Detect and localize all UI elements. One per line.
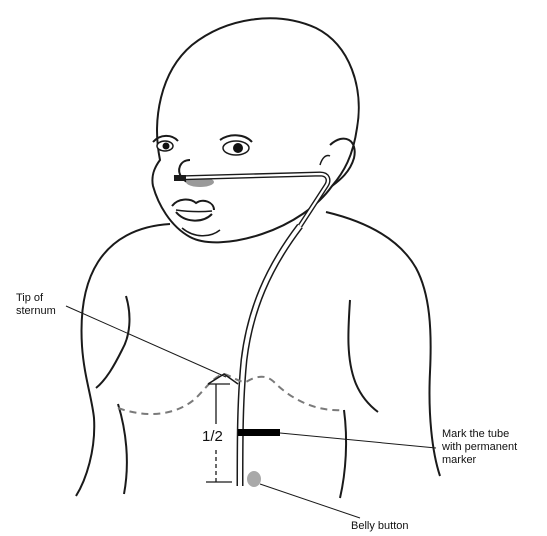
marker-band (238, 429, 280, 436)
label-tip-of-sternum-line2: sternum (16, 305, 56, 318)
right-arm-crease (348, 300, 378, 412)
ng-tube-torso (240, 226, 300, 486)
tube-tape (174, 175, 186, 181)
label-belly-button: Belly button (351, 520, 408, 533)
label-tip-of-sternum: Tip of sternum (16, 292, 56, 318)
mark-leader (280, 433, 436, 448)
head-outline (152, 18, 358, 242)
label-mark-tube-line3: marker (442, 454, 517, 467)
body-right-outline (326, 212, 440, 476)
ribcage-dashed-line (118, 374, 344, 414)
belly-button (247, 471, 261, 487)
body-left-outline (76, 224, 170, 496)
label-one-half: 1/2 (202, 428, 223, 445)
label-mark-tube-line1: Mark the tube (442, 428, 517, 441)
upper-lip (172, 200, 214, 210)
lower-lip (176, 212, 212, 221)
ear-inner (320, 155, 330, 165)
mouth-line (176, 210, 212, 212)
right-pupil (233, 143, 243, 153)
belly-leader (260, 484, 360, 518)
ear (330, 139, 355, 186)
left-arm-crease (96, 296, 129, 388)
label-mark-tube: Mark the tube with permanent marker (442, 428, 517, 467)
left-pupil (163, 143, 170, 150)
label-tip-of-sternum-line1: Tip of (16, 292, 56, 305)
sternum-leader (66, 306, 226, 377)
ng-tube-torso-inner (240, 226, 300, 486)
right-torso-side (340, 410, 346, 498)
label-mark-tube-line2: with permanent (442, 441, 517, 454)
left-torso-side (118, 404, 127, 494)
